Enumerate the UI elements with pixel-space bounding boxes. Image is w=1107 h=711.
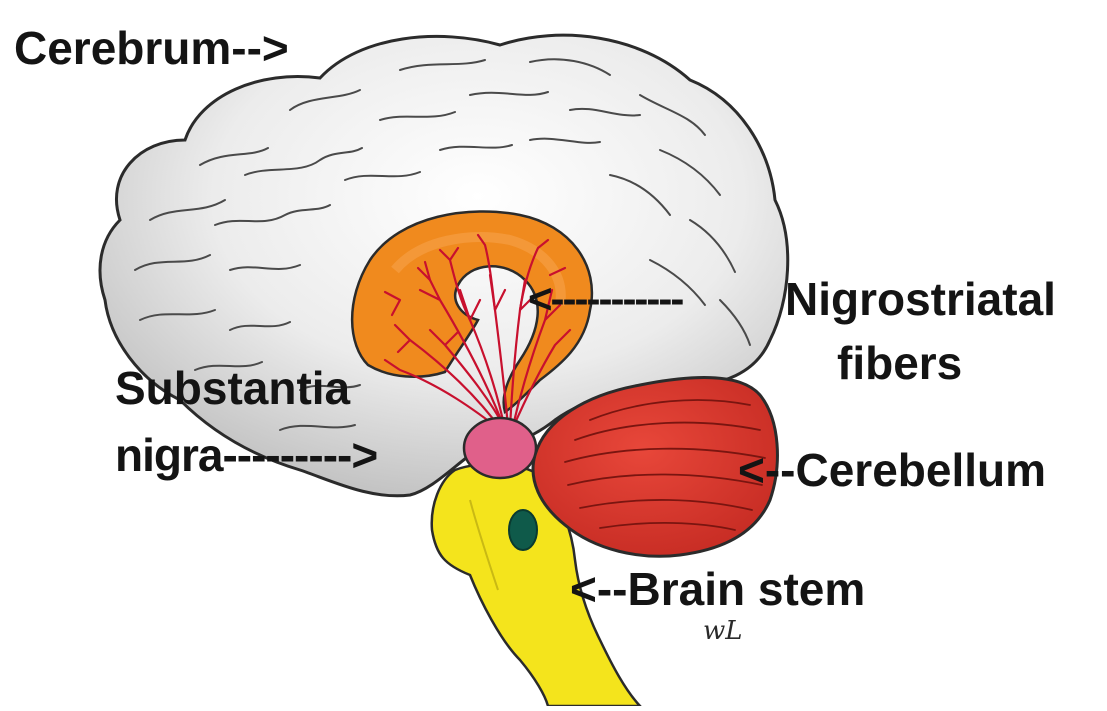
label-cerebrum: Cerebrum--> bbox=[14, 25, 289, 71]
label-cerebellum: <--Cerebellum bbox=[738, 447, 1046, 493]
label-nigrostriatal-line1: Nigrostriatal bbox=[785, 276, 1056, 322]
artist-signature: wL bbox=[703, 618, 743, 644]
brain-stem-nucleus bbox=[509, 510, 537, 550]
label-nigrostriatal-line2: fibers bbox=[837, 340, 962, 386]
label-substantia-line2: nigra---------> bbox=[115, 432, 377, 478]
label-substantia-line1: Substantia bbox=[115, 365, 350, 411]
label-brain-stem: <--Brain stem bbox=[570, 566, 865, 612]
substantia-nigra-shape bbox=[464, 418, 536, 478]
label-nigrostriatal-arrow: <----------- bbox=[528, 278, 682, 320]
